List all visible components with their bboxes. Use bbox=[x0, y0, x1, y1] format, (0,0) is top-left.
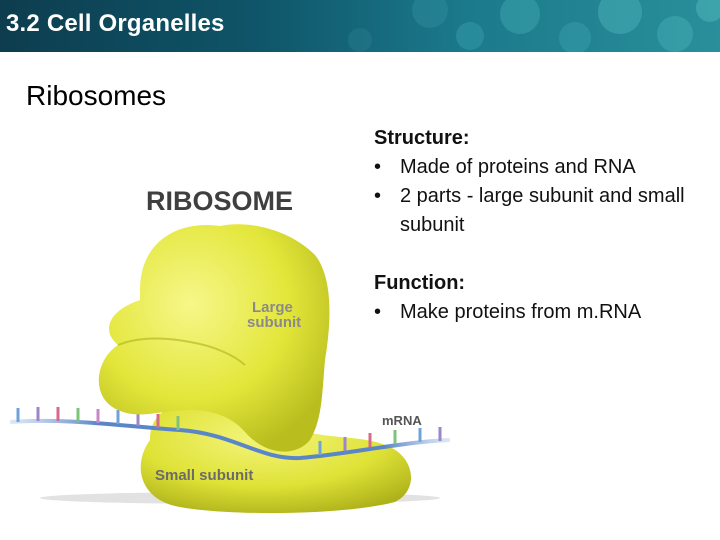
mrna-strand bbox=[9, 418, 451, 461]
list-item-text: Made of proteins and RNA bbox=[400, 156, 636, 178]
bullet-icon: • bbox=[374, 156, 382, 178]
mrna-label: mRNA bbox=[382, 413, 422, 428]
small-subunit bbox=[140, 404, 412, 514]
list-item: • Made of proteins and RNA bbox=[374, 153, 714, 182]
function-heading: Function: bbox=[374, 272, 466, 294]
figure-title: RIBOSOME bbox=[146, 186, 293, 216]
header-bar: 3.2 Cell Organelles bbox=[0, 0, 720, 52]
list-item-text: Make proteins from m.RNA bbox=[400, 301, 642, 323]
nucleotide-ticks bbox=[16, 407, 442, 455]
bullet-icon: • bbox=[374, 185, 382, 207]
header-texture bbox=[348, 0, 720, 52]
slide-title: Ribosomes bbox=[26, 80, 167, 111]
subunit-crease bbox=[117, 337, 246, 366]
small-label: Small subunit bbox=[155, 467, 253, 484]
large-label-line1: Large bbox=[252, 299, 293, 316]
list-item: • Make proteins from m.RNA bbox=[374, 298, 714, 327]
large-subunit bbox=[98, 224, 330, 452]
structure-list: • Made of proteins and RNA • 2 parts - lar… bbox=[374, 153, 714, 240]
function-list: • Make proteins from m.RNA bbox=[374, 298, 714, 327]
header-title: 3.2 Cell Organelles bbox=[6, 10, 225, 37]
structure-heading: Structure: bbox=[374, 127, 470, 149]
list-item: • 2 parts - large subunit and small subun… bbox=[374, 182, 714, 240]
bullet-icon: • bbox=[374, 301, 382, 323]
list-item-text: 2 parts - large subunit and small subuni… bbox=[400, 185, 685, 236]
ribosome-diagram: RIBOSOME Large subunit mRNA Small subuni… bbox=[9, 186, 451, 514]
large-label-line2: subunit bbox=[247, 314, 301, 331]
text-panel: Structure: • Made of proteins and RNA • 2 … bbox=[374, 124, 714, 327]
